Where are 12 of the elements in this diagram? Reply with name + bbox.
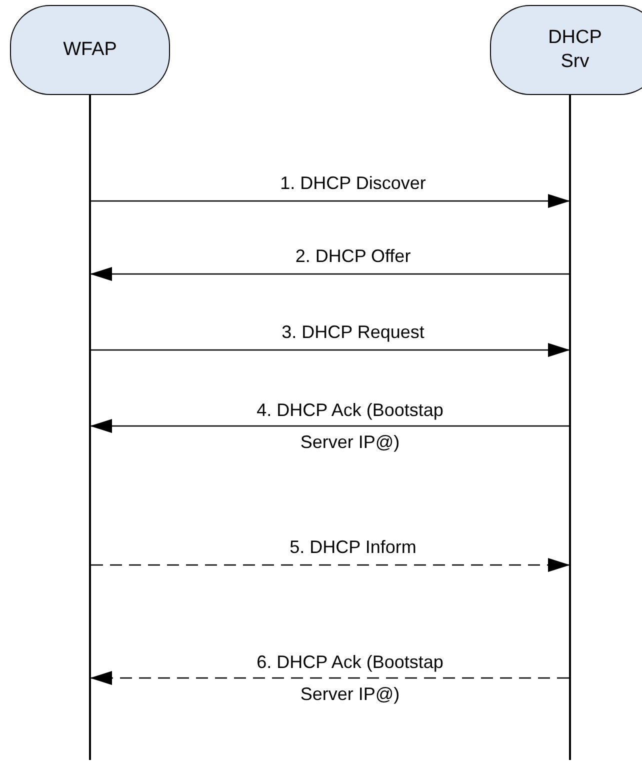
dashed-arrow (91, 558, 570, 572)
arrow (91, 343, 570, 357)
lifeline (569, 95, 571, 760)
arrow (90, 267, 569, 281)
edge-label: 4. DHCP Ack (Bootstap Server IP@) (256, 399, 444, 454)
arrow (90, 419, 569, 433)
dashed-arrow (90, 671, 569, 685)
arrow (91, 194, 570, 208)
participant-box: WFAP (10, 5, 170, 95)
lifeline (89, 95, 91, 760)
edge-label: 6. DHCP Ack (Bootstap Server IP@) (256, 651, 444, 706)
participant-box: DHCP Srv (490, 5, 642, 95)
